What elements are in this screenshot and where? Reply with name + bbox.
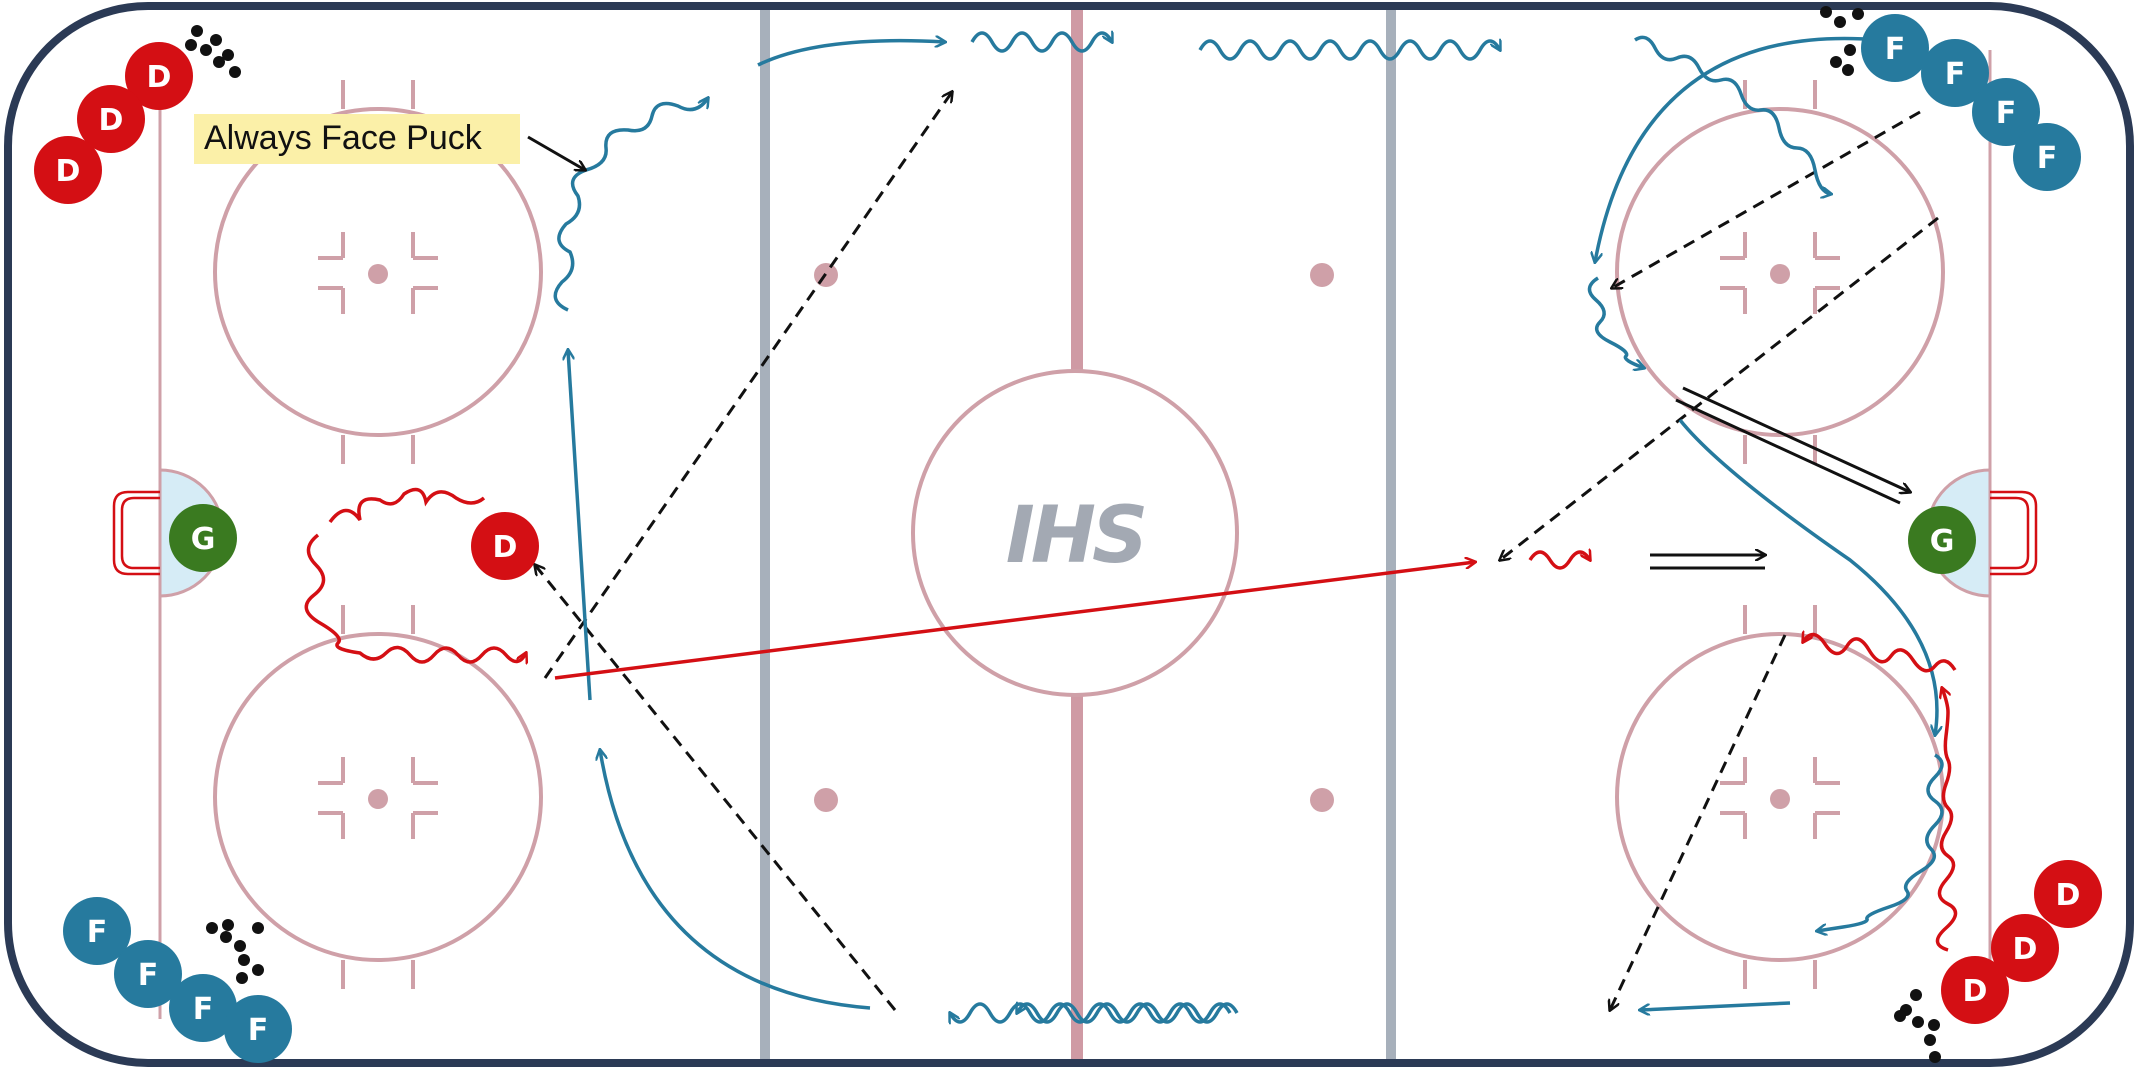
svg-text:F: F [87, 915, 108, 950]
forward-paths [553, 33, 1944, 1024]
skate-loops [328, 487, 486, 524]
net-right [1990, 490, 2038, 576]
skate-path [1640, 1001, 1791, 1010]
note-arrow [527, 135, 585, 170]
center-logo: IHS [1006, 491, 1144, 581]
shot-lines [1650, 386, 1910, 570]
svg-text:G: G [1930, 524, 1955, 559]
blue-line-left [760, 10, 770, 1059]
forward-player: F [114, 940, 182, 1008]
defense-paths [304, 487, 1958, 952]
svg-text:D: D [493, 530, 518, 565]
neutral-dot [1310, 263, 1334, 287]
svg-text:G: G [191, 522, 216, 557]
pass-line [1610, 634, 1787, 1010]
faceoff-circle-bottom-left [213, 605, 543, 989]
goalie-left: G [169, 504, 237, 572]
skate-wavy [970, 33, 1112, 53]
svg-text:D: D [99, 103, 124, 138]
pass-line [535, 565, 897, 1011]
neutral-dot [1310, 788, 1334, 812]
skate-wavy [1587, 276, 1644, 368]
svg-text:F: F [1996, 96, 2017, 131]
svg-text:D: D [2056, 878, 2081, 913]
skate-wavy [1017, 1004, 1239, 1024]
defense-player: D [34, 136, 102, 204]
puck-pile-bottom-right [1894, 989, 1941, 1063]
puck-carry-line [554, 562, 1475, 680]
note-highlight [194, 114, 520, 164]
skate-wavy [1817, 753, 1944, 931]
forward-player: F [2013, 123, 2081, 191]
defense-player: D [125, 42, 193, 110]
svg-text:D: D [1963, 974, 1988, 1009]
goalie-right: G [1908, 506, 1976, 574]
skate-wavy [1198, 41, 1500, 61]
forward-player: F [63, 897, 131, 965]
forward-player: F [1861, 14, 1929, 82]
shot-line [1682, 386, 1910, 492]
skate-path [1678, 418, 1937, 735]
blue-line-right [1386, 10, 1396, 1059]
forward-player: F [169, 974, 237, 1042]
svg-text:F: F [1945, 57, 1966, 92]
defense-player: D [1941, 956, 2009, 1024]
svg-text:F: F [1885, 32, 1906, 67]
skate-wavy [1528, 552, 1590, 570]
skate-path [1595, 36, 1881, 262]
skate-wavy [304, 533, 526, 662]
forward-player: F [224, 995, 292, 1063]
defense-player: D [2034, 860, 2102, 928]
neutral-dot [814, 788, 838, 812]
skate-wavy [1803, 634, 1957, 673]
faceoff-circle-top-right [1615, 80, 1945, 464]
skate-wavy [1935, 688, 1958, 952]
skate-wavy [950, 1002, 1232, 1022]
faceoff-circle-top-left [213, 80, 543, 464]
skate-path [568, 350, 592, 701]
svg-text:F: F [138, 958, 159, 993]
svg-text:F: F [248, 1013, 269, 1048]
svg-text:F: F [2037, 141, 2058, 176]
svg-text:D: D [147, 60, 172, 95]
center-circle [911, 369, 1239, 697]
net-left [112, 490, 160, 576]
skate-wavy [1634, 35, 1831, 194]
skate-path [600, 750, 871, 1010]
pass-lines [535, 92, 1939, 1011]
defense-player: D [77, 85, 145, 153]
skate-path [757, 41, 945, 67]
puck-pile-top-right [1820, 6, 1864, 76]
forward-player: F [1972, 78, 2040, 146]
svg-text:D: D [56, 154, 81, 189]
defense-player: D [471, 512, 539, 580]
puck-pile-top-left [185, 25, 241, 78]
svg-text:F: F [193, 992, 214, 1027]
pass-line [1500, 216, 1939, 560]
defense-player: D [1991, 914, 2059, 982]
note-text: Always Face Puck [204, 119, 483, 157]
forward-player: F [1921, 39, 1989, 107]
svg-text:D: D [2013, 932, 2038, 967]
puck-pile-bottom-left [206, 919, 264, 984]
